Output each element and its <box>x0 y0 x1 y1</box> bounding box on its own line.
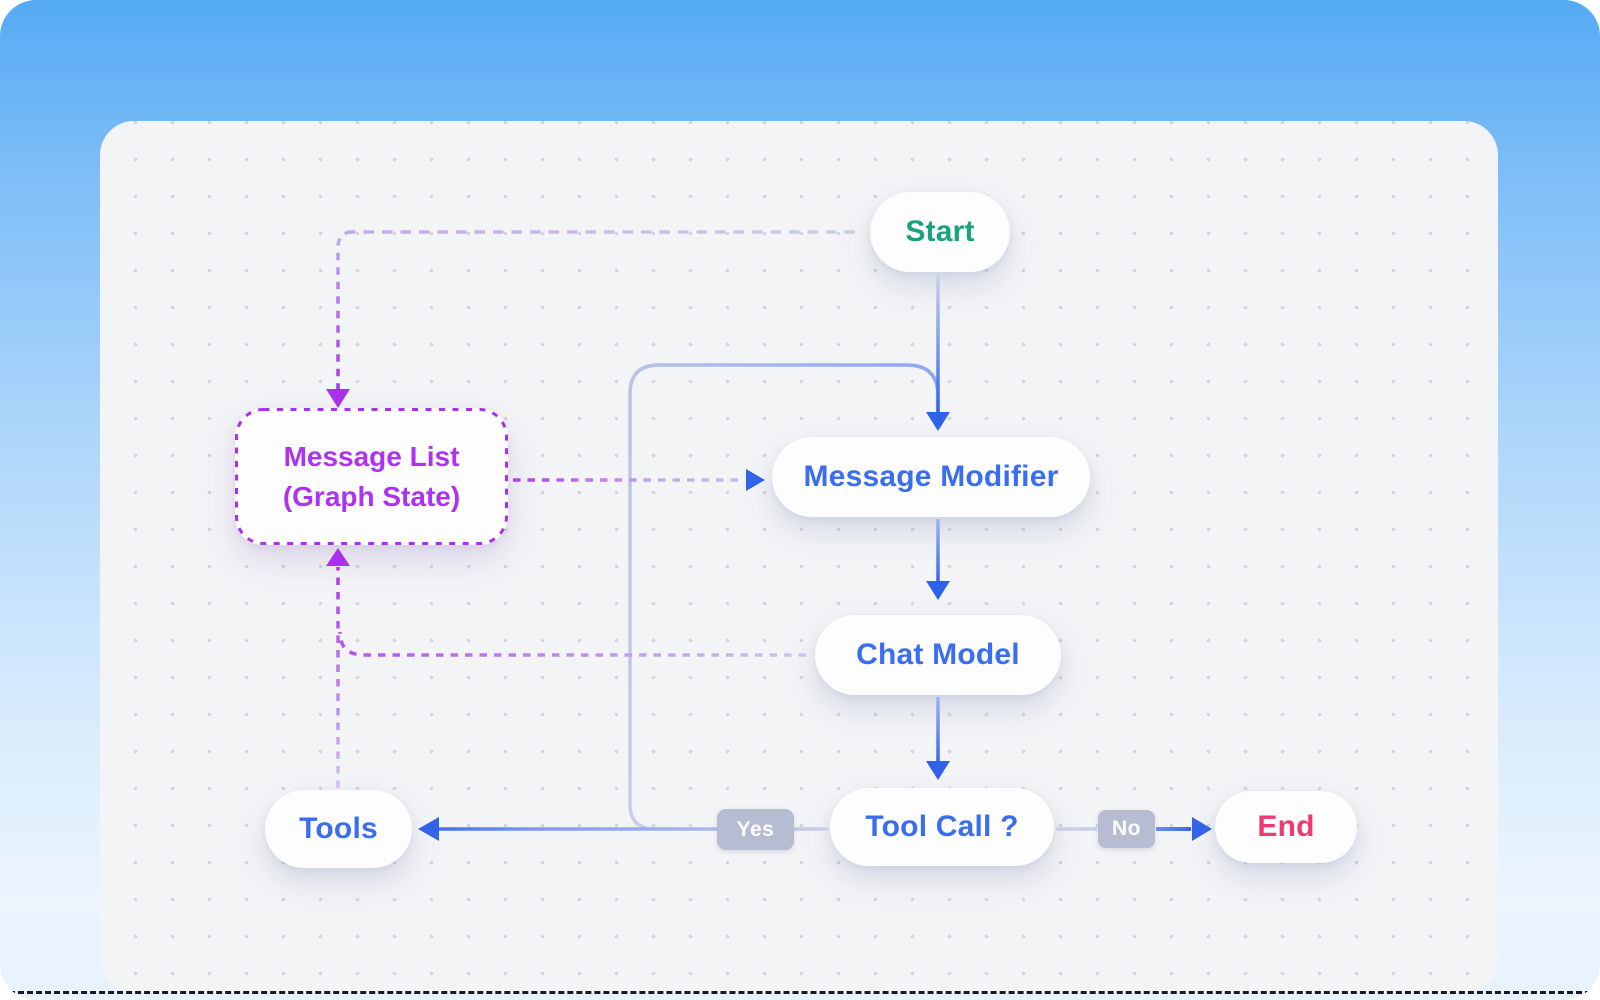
node-start-label: Start <box>905 215 975 248</box>
node-tools-label: Tools <box>299 812 378 845</box>
node-end: End <box>1215 791 1357 863</box>
edge-label-yes-text: Yes <box>736 817 775 841</box>
node-message-modifier-label: Message Modifier <box>803 460 1059 493</box>
node-chat-model: Chat Model <box>815 615 1061 695</box>
node-tool-call-label: Tool Call ? <box>865 810 1019 843</box>
node-chat-model-label: Chat Model <box>856 638 1020 671</box>
node-start: Start <box>870 192 1010 272</box>
node-tool-call: Tool Call ? <box>830 788 1054 866</box>
node-message-list-label-line2: (Graph State) <box>282 480 461 512</box>
edge-label-no-text: No <box>1112 817 1141 840</box>
node-message-modifier: Message Modifier <box>772 437 1090 517</box>
bottom-dashed-cutline <box>0 991 1600 994</box>
edge-label-no: No <box>1098 810 1155 848</box>
node-message-list-label-line1: Message List <box>283 440 460 472</box>
node-end-label: End <box>1257 810 1315 843</box>
node-message-list: Message List (Graph State) <box>235 408 508 545</box>
node-tools: Tools <box>265 790 412 868</box>
edge-label-yes: Yes <box>717 809 794 850</box>
